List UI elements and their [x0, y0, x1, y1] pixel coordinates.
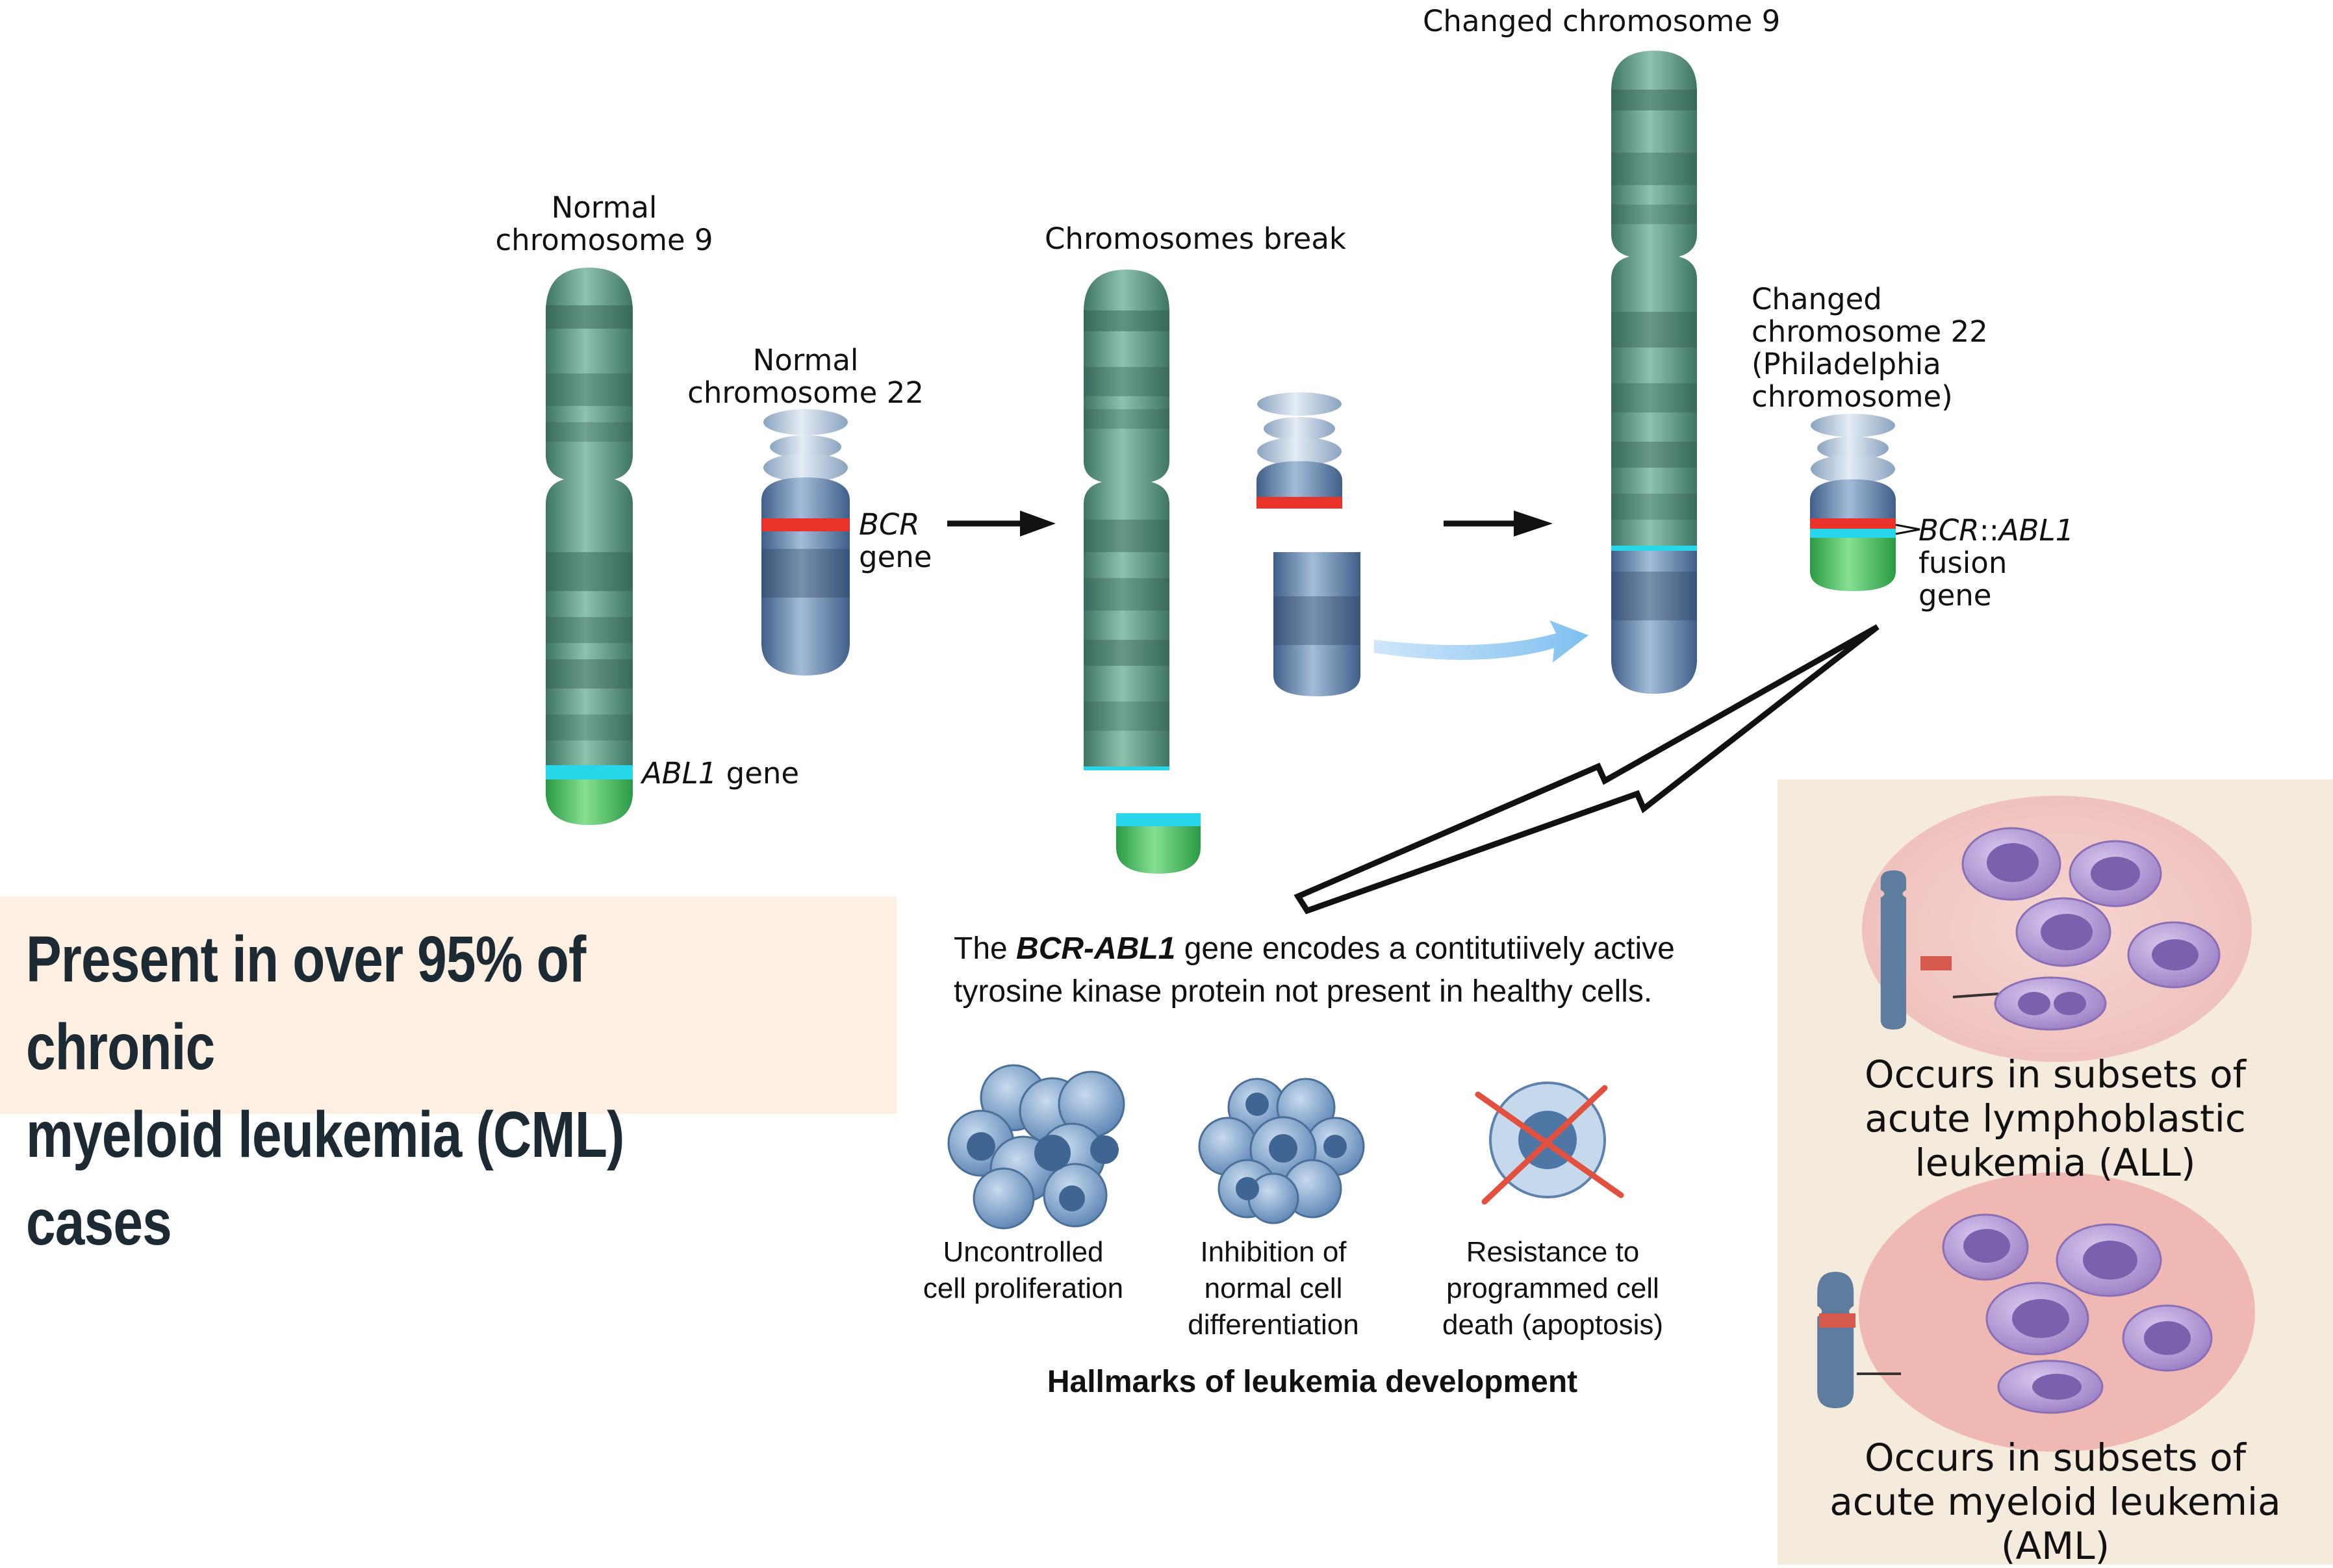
apoptosis-blocked-icon [1475, 1081, 1624, 1205]
normal-chromosome-22-label: Normal chromosome 22 [687, 343, 924, 410]
hallmarks-title: Hallmarks of leukemia development [1047, 1365, 1578, 1399]
abl1-gene-label: ABL1 gene [642, 756, 800, 790]
normal-chromosome-22 [761, 409, 850, 676]
broken-chromosome-9 [1084, 270, 1201, 874]
bcr-band [761, 518, 850, 531]
arrow-2 [1444, 511, 1553, 537]
normal-chromosome-9-label: Normal chromosome 9 [495, 190, 713, 257]
hallmark-apoptosis-label: Resistance to programmed cell death (apo… [1442, 1236, 1663, 1341]
hallmark-proliferation-label: Uncontrolled cell proliferation [923, 1236, 1124, 1304]
philadelphia-chromosome [1810, 414, 1920, 591]
changed-chromosome-9 [1611, 51, 1697, 694]
all-cells-illustration [1862, 796, 2252, 1062]
transfer-arrow [1374, 620, 1588, 663]
changed-chromosome-9-label: Changed chromosome 9 [1423, 4, 1781, 38]
bcr-abl1-description: The BCR-ABL1 gene encodes a contitutiive… [954, 931, 1675, 1009]
arrow-1 [947, 511, 1056, 537]
chromosomes-break-label: Chromosomes break [1045, 221, 1346, 256]
abl1-band [546, 765, 633, 779]
hallmark-differentiation-label: Inhibition of normal cell differentiatio… [1188, 1236, 1359, 1341]
aml-caption: Occurs in subsets of acute myeloid leuke… [1829, 1435, 2281, 1568]
cml-highlight-box [0, 896, 897, 1114]
changed-chromosome-22-label: Changed chromosome 22 (Philadelphia chro… [1752, 282, 1988, 414]
all-caption: Occurs in subsets of acute lymphoblastic… [1865, 1052, 2246, 1185]
differentiation-cluster-icon [1198, 1078, 1365, 1224]
broken-chromosome-22 [1256, 392, 1360, 696]
proliferation-cluster-icon [947, 1064, 1125, 1230]
cml-statement: Present in over 95% of chronic myeloid l… [26, 923, 624, 1259]
aml-cells-illustration [1817, 1172, 2255, 1452]
pointer-arrow [1294, 624, 1880, 915]
normal-chromosome-9 [546, 268, 633, 825]
